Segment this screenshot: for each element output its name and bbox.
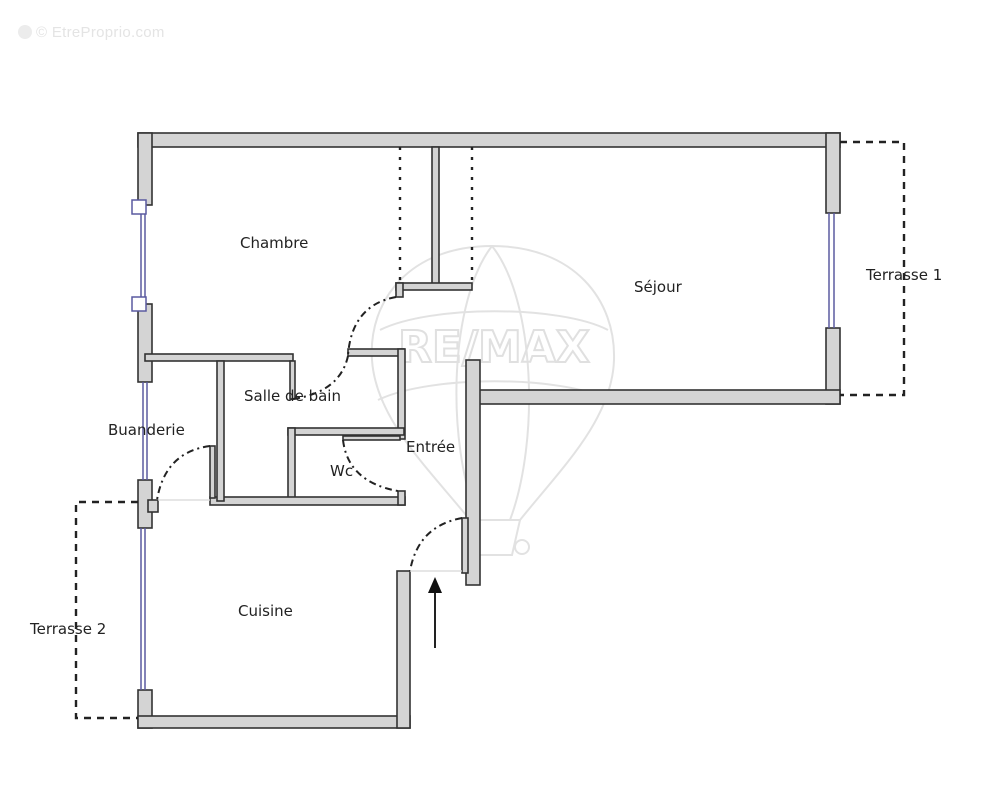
room-label-buanderie: Buanderie	[108, 421, 185, 439]
room-label-chambre: Chambre	[240, 234, 309, 252]
site-logo-icon	[18, 25, 32, 39]
room-label-terrasse-2: Terrasse 2	[30, 620, 107, 638]
room-label-wc: Wc	[330, 462, 354, 480]
door-swings	[156, 296, 463, 572]
closet-lines	[398, 147, 474, 283]
walls	[137, 132, 841, 729]
site-watermark-text: © EtreProprio.com	[36, 24, 165, 41]
room-label-terrasse-1: Terrasse 1	[866, 266, 943, 284]
terrace-outlines	[74, 140, 906, 720]
room-label-cuisine: Cuisine	[238, 602, 293, 620]
room-label-salle-de-bain: Salle de bain	[244, 387, 341, 405]
thresholds	[158, 499, 462, 572]
room-label-sejour: Séjour	[634, 278, 682, 296]
remax-watermark-text: RE/MAX	[398, 322, 590, 373]
room-label-entree: Entrée	[406, 438, 456, 456]
entrance-arrow-icon	[428, 577, 442, 648]
windows	[131, 199, 835, 690]
site-watermark: © EtreProprio.com	[18, 24, 165, 41]
